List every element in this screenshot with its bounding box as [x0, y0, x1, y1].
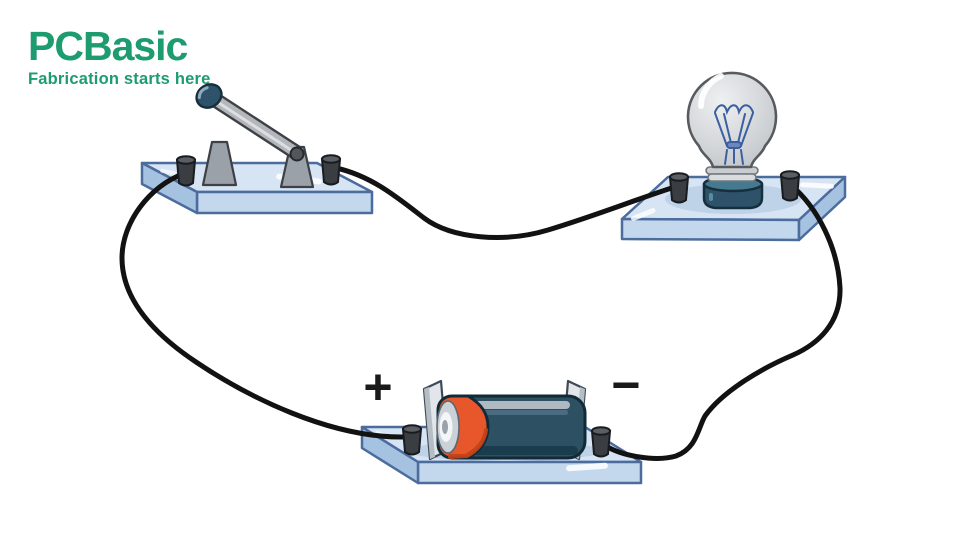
- bulb-glass: [686, 71, 778, 169]
- filament-wave: [714, 104, 754, 116]
- bulb-platform-front: [620, 217, 801, 242]
- wire-bulb-to-battery: [603, 182, 843, 461]
- switch-lever-highlight: [217, 101, 293, 152]
- terminal-top: [669, 172, 689, 182]
- bulb-socket-glint: [709, 193, 713, 201]
- battery-bracket-left-shade: [424, 387, 435, 459]
- battery-platform-side: [360, 425, 420, 485]
- terminal-body: [779, 174, 801, 202]
- filament-stem: [724, 149, 728, 165]
- battery-terminal-left: [401, 424, 423, 456]
- terminal-body: [590, 430, 612, 458]
- terminal-top: [591, 426, 611, 436]
- bulb-glass-highlight: [698, 73, 724, 109]
- filament-support: [723, 113, 732, 144]
- terminal-top: [321, 154, 341, 164]
- battery-cap-shade: [448, 428, 488, 459]
- battery-body-highlight: [458, 401, 570, 409]
- filament-support: [740, 112, 754, 147]
- terminal-body: [668, 176, 690, 204]
- wire-switch-to-battery: [119, 171, 407, 440]
- brand-logo: PCBasic Fabrication starts here: [28, 26, 211, 89]
- switch-terminal-left: [175, 155, 197, 187]
- terminal-body: [320, 158, 342, 186]
- bulb-base-ridge: [707, 173, 757, 182]
- terminal-top: [780, 170, 800, 180]
- filament-support: [737, 113, 746, 144]
- switch-knob-highlight: [197, 86, 209, 100]
- bulb-filament: [714, 104, 754, 165]
- wires: [119, 165, 843, 461]
- brand-tagline: Fabrication starts here: [28, 70, 211, 88]
- terminal-top: [402, 424, 422, 434]
- terminal-top: [176, 155, 196, 165]
- filament-stem: [740, 149, 744, 165]
- battery-negative-label: −: [611, 357, 640, 413]
- terminals: [175, 154, 801, 458]
- battery-component: [360, 379, 643, 485]
- bulb-platform-side: [797, 175, 847, 242]
- battery-body-highlight2: [462, 410, 568, 415]
- battery-cap-ring-core: [442, 420, 448, 434]
- terminal-body: [401, 428, 423, 456]
- switch-component: [140, 83, 374, 215]
- switch-post-left: [201, 140, 238, 187]
- switch-platform-front: [195, 190, 374, 215]
- platform-glint: [799, 182, 834, 189]
- platform-glint: [566, 462, 608, 472]
- battery-positive-label: +: [363, 359, 392, 415]
- battery-terminal-right: [590, 426, 612, 458]
- bulb-terminal-right: [779, 170, 801, 202]
- filament-bead: [726, 141, 742, 149]
- filament-support: [714, 112, 728, 147]
- bulb-component: [620, 71, 847, 242]
- brand-logo-text: PCBasic: [28, 23, 188, 69]
- switch-pivot: [289, 146, 305, 162]
- platform-glint: [630, 208, 656, 221]
- terminal-body: [175, 159, 197, 187]
- bulb-terminal-left: [668, 172, 690, 204]
- wire-switch-to-bulb: [333, 165, 681, 240]
- platform-glint: [160, 168, 176, 176]
- switch-terminal-right: [320, 154, 342, 186]
